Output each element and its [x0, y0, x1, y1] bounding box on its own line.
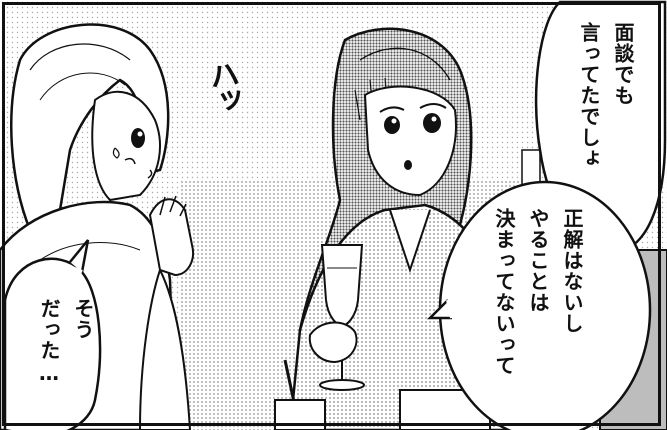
bubble-line: 正解はないし [560, 208, 584, 334]
bubble-line: だった… [37, 298, 61, 386]
left-woman-face [91, 90, 161, 202]
left-woman-arm [138, 267, 192, 430]
bubble-line: 面談でも [611, 22, 635, 106]
bubble-line: 決まってないって [492, 208, 516, 376]
bubble-line: そう [71, 298, 95, 340]
drink-cup [274, 399, 326, 430]
speech-bubble-3-text: そう だった… [32, 298, 100, 386]
speech-bubble-2-text: 正解はないし やることは 決まってないって [487, 208, 589, 376]
sound-effect-text: ハッ [201, 57, 244, 115]
left-woman-hand [148, 198, 194, 277]
right-woman-hand [308, 321, 358, 364]
speech-bubble-3 [3, 257, 102, 430]
right-woman-collar [389, 209, 431, 274]
bubble-line: 言ってたでしょ [577, 22, 601, 169]
bubble-line: やることは [526, 208, 550, 313]
speech-bubble-1-text: 面談でも 言ってたでしょ [572, 22, 640, 169]
